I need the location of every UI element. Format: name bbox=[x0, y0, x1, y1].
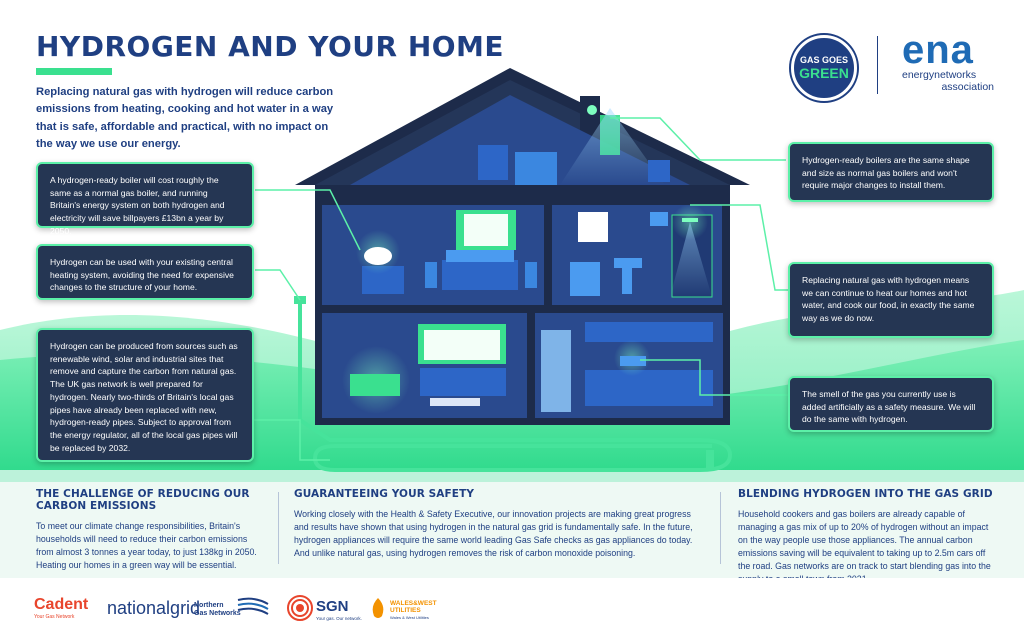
section-blending: BLENDING HYDROGEN INTO THE GAS GRID Hous… bbox=[738, 488, 994, 586]
wwu-wordmark: WALES&WEST UTILITIES bbox=[390, 600, 437, 614]
ngn-swoosh-icon bbox=[237, 597, 269, 615]
callout-connectors bbox=[250, 117, 790, 461]
section-carbon: THE CHALLENGE OF REDUCING OUR CARBON EMI… bbox=[36, 488, 264, 572]
ngn-wordmark: Northern Gas Networks bbox=[194, 602, 241, 618]
section-safety: GUARANTEEING YOUR SAFETY Working closely… bbox=[294, 488, 704, 560]
northern-gas-networks-logo: Northern Gas Networks bbox=[194, 596, 274, 626]
partner-logos: Cadent Your Gas Network nationalgrid Nor… bbox=[0, 578, 1024, 640]
sgn-ring-icon bbox=[287, 595, 313, 621]
callout-hydrogen-production: Hydrogen can be produced from sources su… bbox=[36, 328, 254, 462]
cadent-tagline: Your Gas Network bbox=[34, 614, 75, 620]
wwu-line1: WALES&WEST bbox=[390, 600, 437, 607]
sgn-logo: SGN Your gas. Our network. bbox=[286, 594, 362, 627]
section-divider bbox=[278, 492, 279, 564]
national-grid-logo: nationalgrid bbox=[107, 598, 201, 618]
ggg-line2: GREEN bbox=[799, 65, 849, 81]
wales-west-utilities-logo: WALES&WEST UTILITIES Wales & West Utilit… bbox=[368, 596, 437, 625]
shower-icon bbox=[682, 218, 698, 222]
page-title: HYDROGEN AND YOUR HOME bbox=[36, 30, 505, 63]
title-underline bbox=[36, 68, 112, 75]
sgn-tagline: Your gas. Our network. bbox=[316, 616, 362, 621]
wwu-tagline: Wales & West Utilities bbox=[390, 615, 429, 620]
section-safety-body: Working closely with the Health & Safety… bbox=[294, 509, 693, 559]
wwu-flame-icon bbox=[372, 598, 384, 618]
section-divider bbox=[720, 492, 721, 564]
section-carbon-heading: THE CHALLENGE OF REDUCING OUR CARBON EMI… bbox=[36, 488, 250, 512]
hob-icon bbox=[620, 356, 646, 366]
ngn-line1: Northern bbox=[194, 602, 224, 609]
callout-boiler-cost: A hydrogen-ready boiler will cost roughl… bbox=[36, 162, 254, 236]
cadent-wordmark: Cadent bbox=[34, 596, 89, 613]
ena-logo: ena energynetworks association bbox=[902, 30, 994, 93]
ggg-line1: GAS GOES bbox=[799, 55, 848, 65]
cadent-logo: Cadent Your Gas Network bbox=[34, 596, 88, 620]
callout-central-heating: Hydrogen can be used with your existing … bbox=[36, 244, 254, 300]
logo-divider bbox=[877, 36, 878, 94]
section-blending-body: Household cookers and gas boilers are al… bbox=[738, 509, 991, 584]
callout-boiler-shape: Hydrogen-ready boilers are the same shap… bbox=[788, 142, 994, 202]
section-blending-heading: BLENDING HYDROGEN INTO THE GAS GRID bbox=[738, 488, 993, 500]
ena-line1: energynetworks bbox=[902, 69, 977, 81]
callout-same-way: Replacing natural gas with hydrogen mean… bbox=[788, 262, 994, 338]
radiator-icon bbox=[350, 374, 400, 396]
section-carbon-body: To meet our climate change responsibilit… bbox=[36, 521, 257, 571]
piggy-bank-icon bbox=[364, 247, 392, 265]
section-safety-heading: GUARANTEEING YOUR SAFETY bbox=[294, 488, 475, 500]
intro-text: Replacing natural gas with hydrogen will… bbox=[36, 86, 334, 151]
gas-goes-green-logo: GAS GOES GREEN bbox=[791, 35, 857, 101]
wwu-line2: UTILITIES bbox=[390, 607, 421, 615]
house bbox=[295, 68, 750, 425]
ena-line2: association bbox=[941, 80, 994, 93]
sgn-wordmark: SGN bbox=[316, 598, 349, 615]
ena-wordmark: ena bbox=[902, 28, 974, 72]
callout-gas-smell: The smell of the gas you currently use i… bbox=[788, 376, 994, 432]
ngn-line2: Gas Networks bbox=[194, 610, 241, 618]
